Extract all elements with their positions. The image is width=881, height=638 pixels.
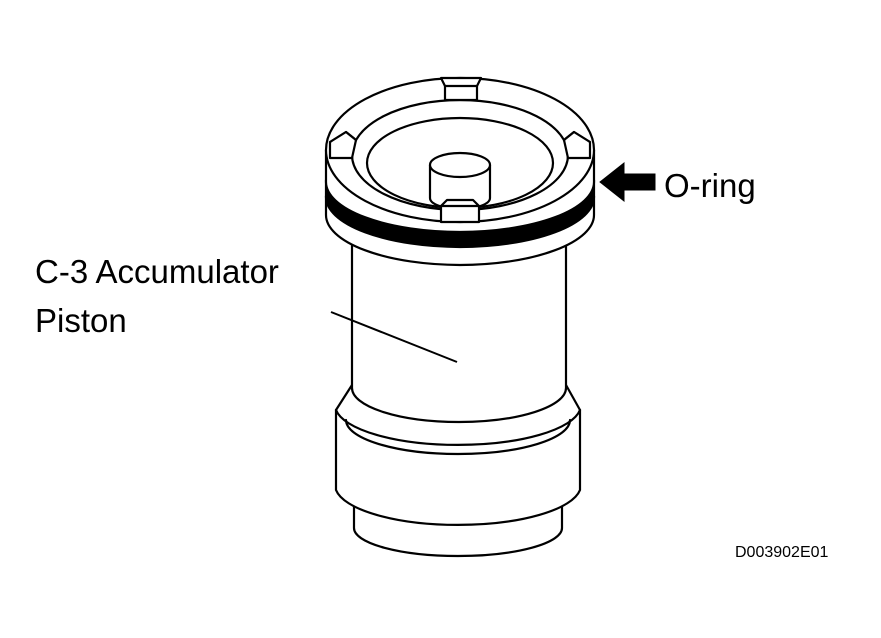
piston-label-line-1: C-3 Accumulator (35, 253, 279, 290)
tab-left (328, 130, 358, 160)
tab-top (439, 76, 483, 102)
collar-top-edge (334, 408, 582, 446)
collar-inner-edge (344, 418, 572, 456)
piston-body (350, 228, 568, 424)
piston-label-line-2: Piston (35, 302, 127, 339)
tab-front (439, 198, 481, 224)
center-boss-top (428, 151, 492, 179)
o-ring-arrow-icon (599, 161, 656, 203)
o-ring-label: O-ring (664, 167, 756, 204)
piston-leader-line (330, 311, 458, 363)
piston-illustration (324, 76, 596, 558)
figure-code: D003902E01 (735, 544, 829, 561)
tab-right (562, 130, 592, 160)
